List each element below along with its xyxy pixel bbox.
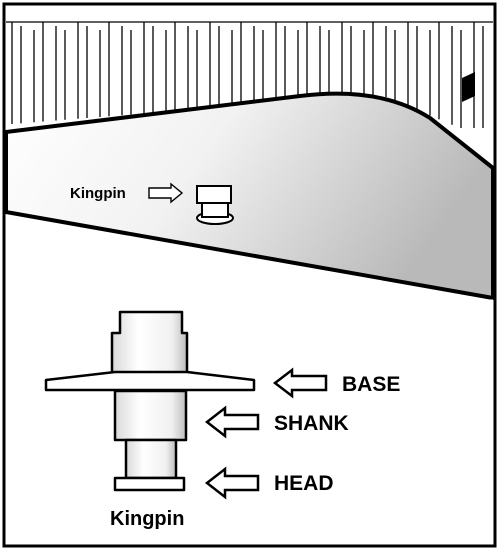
kingpin-neck [126,440,176,478]
base-label: BASE [342,373,400,396]
kingpin-top-boss [112,312,187,373]
head-label: HEAD [274,472,334,495]
kingpin-caption: Kingpin [110,508,184,530]
shank-label: SHANK [274,412,349,435]
kingpin-head [115,478,184,490]
kingpin-shank [115,391,186,440]
small-kingpin [197,186,233,224]
kingpin-trailer-label: Kingpin [70,185,126,202]
